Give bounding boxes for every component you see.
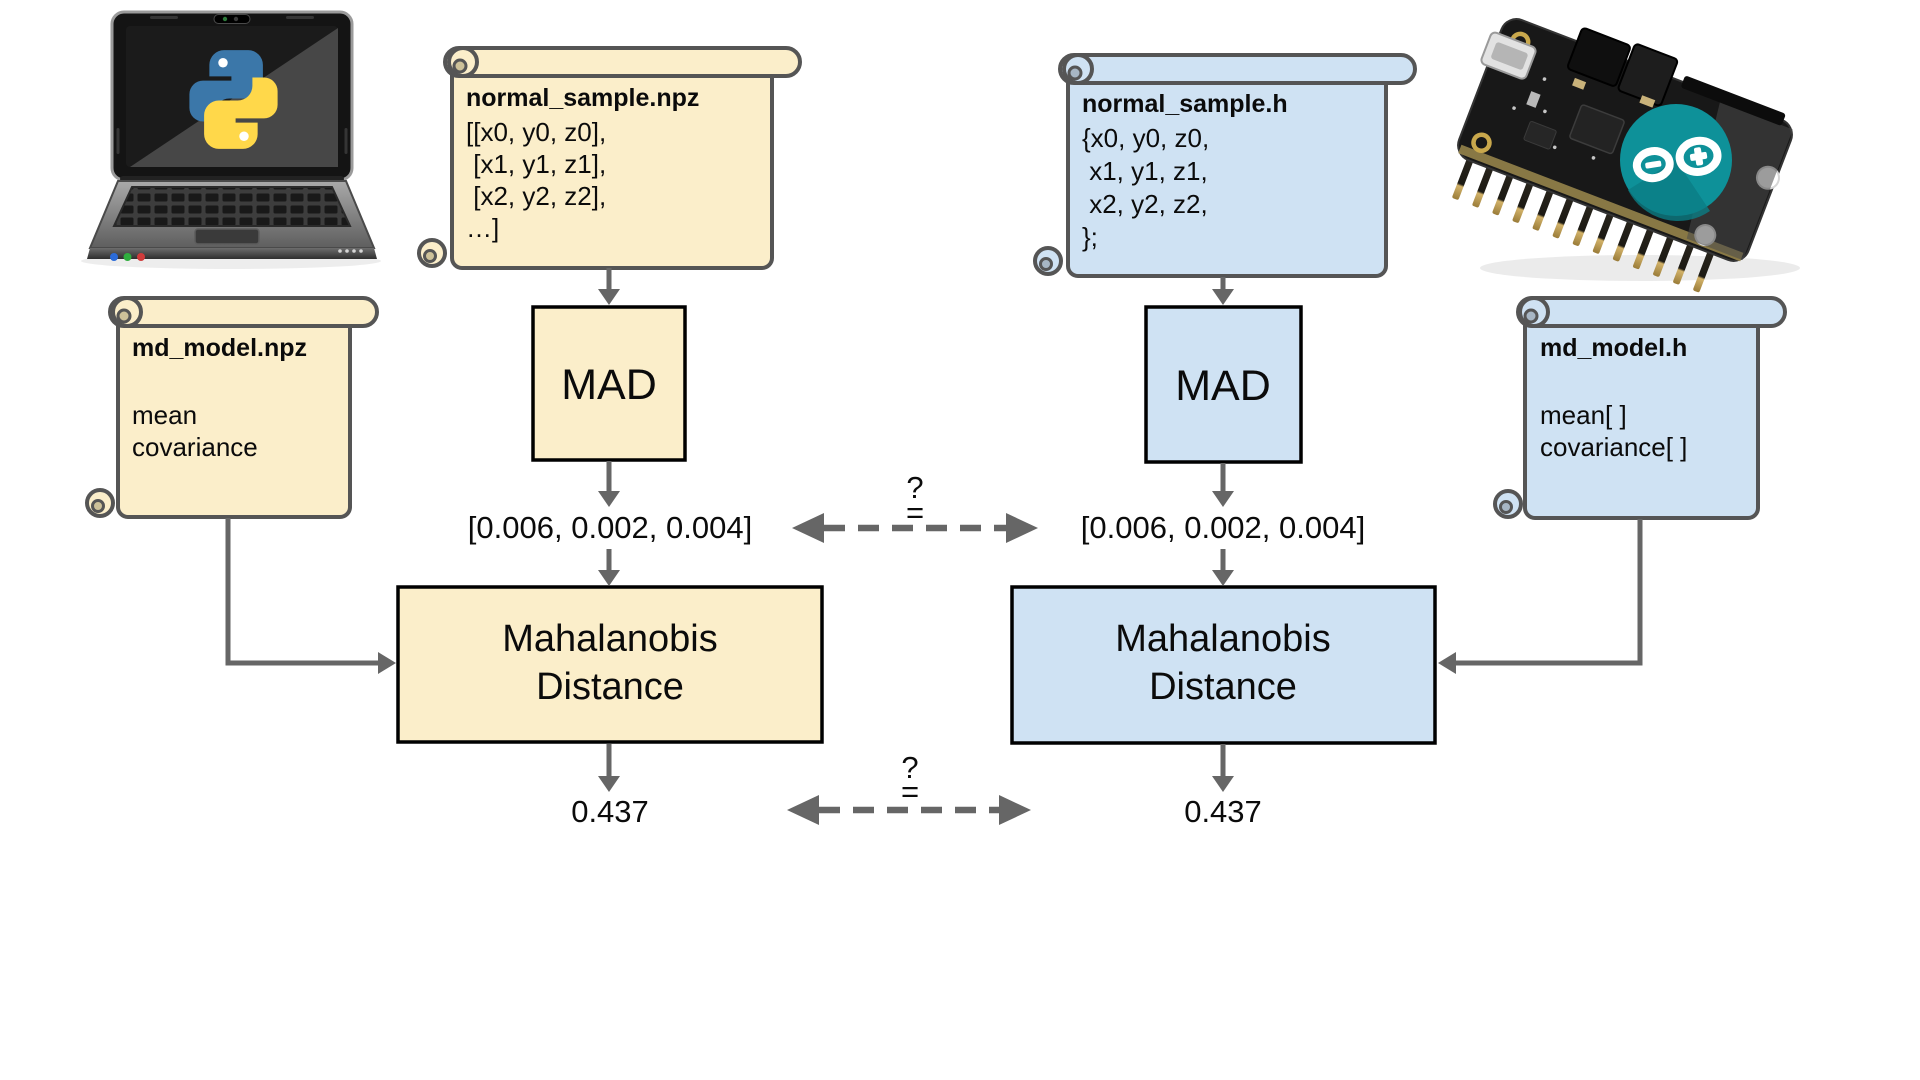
bezel-detail-side-l — [116, 128, 120, 154]
header-strip — [1681, 76, 1786, 126]
laptop-front-edge — [87, 248, 377, 259]
silkscreen-dot — [1543, 109, 1547, 114]
question-mark: ? — [906, 470, 923, 505]
arduino-feather-board-icon — [1451, 18, 1800, 293]
status-dot — [345, 249, 349, 253]
equals-sign: = — [906, 495, 924, 530]
status-dot — [352, 249, 356, 253]
bezel-detail-right — [286, 16, 314, 19]
chip — [1523, 120, 1557, 150]
process-box — [1144, 305, 1303, 464]
scroll-roll — [1058, 53, 1417, 85]
status-dot — [359, 249, 363, 253]
webcam-led — [222, 16, 228, 22]
status-dot — [338, 249, 342, 253]
file-line: [[x0, y0, z0], — [466, 117, 606, 147]
model-to-distance-arrow-arduino — [1456, 519, 1643, 666]
curl-inner — [1067, 65, 1083, 81]
file-line: mean — [132, 400, 197, 430]
mad-output-arduino: [0.006, 0.002, 0.004] — [1081, 510, 1365, 545]
scroll-normal-sample-npz: normal_sample.npz [[x0, y0, z0], [x1, y1… — [417, 46, 802, 270]
file-line: x1, y1, z1, — [1082, 156, 1208, 186]
arduino-infinity-logo-icon — [1620, 104, 1732, 221]
laptop-touchpad — [194, 228, 260, 245]
silkscreen-dot — [1512, 106, 1516, 110]
file-line: [x1, y1, z1], — [466, 149, 606, 179]
file-title: md_model.h — [1540, 334, 1687, 362]
box-label: Mahalanobis — [502, 618, 717, 660]
mounting-hole — [1471, 132, 1492, 154]
port-led-red — [137, 253, 145, 261]
file-title: normal_sample.h — [1082, 90, 1288, 118]
curl-inner — [423, 249, 437, 263]
mad-box-python: MAD — [531, 305, 687, 462]
question-mark: ? — [901, 750, 918, 785]
scroll-roll — [108, 296, 379, 328]
curl-inner — [452, 58, 468, 74]
flow-arrows — [225, 268, 1643, 792]
process-box — [1010, 585, 1437, 745]
file-line: {x0, y0, z0, — [1082, 123, 1209, 153]
mahalanobis-box-arduino: Mahalanobis Distance — [1010, 585, 1437, 745]
curl-inner — [91, 499, 105, 513]
webcam-lens — [233, 16, 239, 22]
component — [1526, 91, 1541, 108]
result-comparison: ? = — [787, 750, 1031, 825]
file-line: covariance[ ] — [1540, 432, 1687, 462]
file-line: x2, y2, z2, — [1082, 189, 1208, 219]
box-label: Distance — [536, 666, 684, 708]
file-title: md_model.npz — [132, 334, 307, 362]
silkscreen-dot — [1552, 145, 1557, 150]
equals-sign: = — [901, 774, 919, 809]
curl-inner — [1499, 500, 1513, 514]
file-line: …] — [466, 213, 499, 243]
process-box — [531, 305, 687, 462]
silkscreen-dot — [1542, 77, 1547, 81]
component — [1639, 95, 1656, 108]
model-to-distance-arrow-python — [225, 518, 380, 666]
mad-box-arduino: MAD — [1144, 305, 1303, 464]
port-led-blue — [110, 253, 118, 261]
component — [1572, 77, 1587, 90]
scroll-md-model-npz: md_model.npz mean covariance — [85, 296, 379, 519]
box-label: MAD — [1175, 362, 1271, 410]
scroll-roll — [1516, 296, 1787, 328]
bezel-detail-side-r — [344, 128, 348, 154]
mcu-chip — [1569, 104, 1625, 155]
process-box — [396, 585, 824, 744]
usb-opening — [1491, 42, 1528, 70]
scroll-md-model-h: md_model.h mean[ ] covariance[ ] — [1493, 296, 1787, 520]
board-shadow — [1480, 255, 1800, 281]
connector — [1617, 43, 1679, 107]
mad-output-python: [0.006, 0.002, 0.004] — [468, 510, 752, 545]
scroll-roll — [443, 46, 802, 78]
file-line: mean[ ] — [1540, 400, 1627, 430]
box-label: Mahalanobis — [1115, 618, 1330, 660]
pcb-gold-edge — [1458, 144, 1744, 262]
box-label: MAD — [561, 361, 657, 409]
file-line: covariance — [132, 432, 258, 462]
battery-connector — [1566, 27, 1631, 87]
mad-output-comparison: ? = — [792, 470, 1038, 543]
scroll-normal-sample-h: normal_sample.h {x0, y0, z0, x1, y1, z1,… — [1033, 53, 1417, 278]
bezel-detail-left — [150, 16, 178, 19]
webcam — [213, 14, 251, 24]
python-laptop-icon — [81, 10, 381, 269]
silkscreen-dot — [1591, 156, 1596, 160]
curl-inner — [116, 308, 132, 324]
file-line: }; — [1082, 222, 1098, 252]
result-python: 0.437 — [571, 794, 649, 829]
file-title: normal_sample.npz — [466, 84, 699, 112]
curl-inner — [1523, 308, 1539, 324]
result-arduino: 0.437 — [1184, 794, 1262, 829]
box-label: Distance — [1149, 666, 1297, 708]
curl-inner — [1039, 257, 1053, 271]
mahalanobis-box-python: Mahalanobis Distance — [396, 585, 824, 744]
port-led-green — [123, 253, 132, 261]
file-line: [x2, y2, z2], — [466, 181, 606, 211]
laptop-keyboard — [112, 186, 352, 227]
python-logo-icon — [189, 50, 278, 149]
